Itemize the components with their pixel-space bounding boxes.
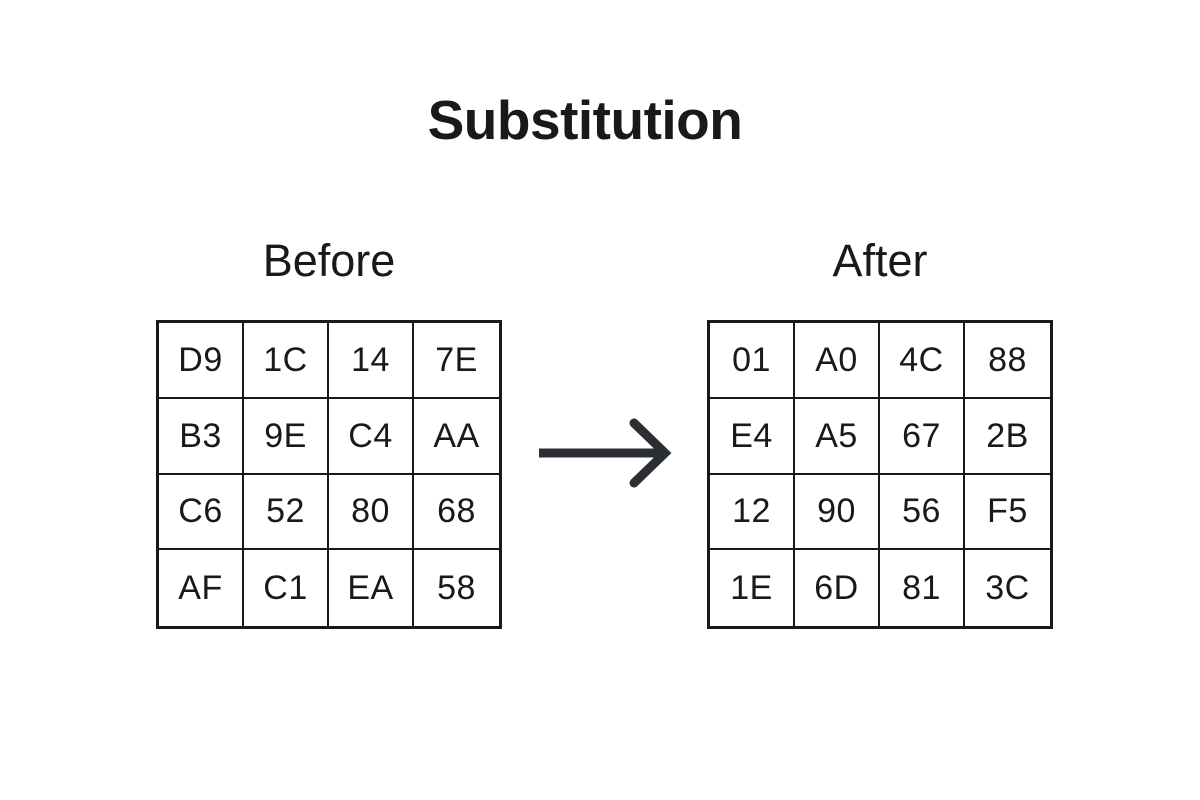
grid-cell: C4 (329, 398, 414, 475)
grid-cell: 12 (710, 474, 795, 551)
grid-cell: 1C (244, 323, 329, 399)
grid-cell: B3 (159, 398, 244, 475)
grid-cell: 6D (795, 550, 880, 626)
grid-cell: 80 (329, 474, 414, 551)
grid-cell: 52 (244, 474, 329, 551)
grid-cell: AF (159, 550, 244, 626)
grid-cell: 01 (710, 323, 795, 399)
grid-cell: 14 (329, 323, 414, 399)
grid-cell: 90 (795, 474, 880, 551)
grid-cell: 1E (710, 550, 795, 626)
grid-cell: C1 (244, 550, 329, 626)
grid-cell: 56 (880, 474, 965, 551)
grid-cell: EA (329, 550, 414, 626)
grid-cell: 88 (965, 323, 1050, 399)
grid-cell: A0 (795, 323, 880, 399)
grid-cell: A5 (795, 398, 880, 475)
after-caption: After (832, 235, 928, 286)
grid-cell: 68 (414, 474, 499, 551)
grid-cell: D9 (159, 323, 244, 399)
page-title: Substitution (427, 89, 743, 151)
right-arrow-icon (533, 414, 675, 492)
grid-cell: 9E (244, 398, 329, 475)
grid-cell: 58 (414, 550, 499, 626)
grid-cell: F5 (965, 474, 1050, 551)
grid-cell: AA (414, 398, 499, 475)
after-grid: 01 A0 4C 88 E4 A5 67 2B 12 90 56 F5 1E 6… (707, 320, 1053, 629)
grid-cell: 4C (880, 323, 965, 399)
grid-cell: E4 (710, 398, 795, 475)
grid-cell: 81 (880, 550, 965, 626)
grid-cell: C6 (159, 474, 244, 551)
grid-cell: 7E (414, 323, 499, 399)
before-grid: D9 1C 14 7E B3 9E C4 AA C6 52 80 68 AF C… (156, 320, 502, 629)
grid-cell: 3C (965, 550, 1050, 626)
grid-cell: 2B (965, 398, 1050, 475)
before-caption: Before (262, 235, 396, 286)
grid-cell: 67 (880, 398, 965, 475)
